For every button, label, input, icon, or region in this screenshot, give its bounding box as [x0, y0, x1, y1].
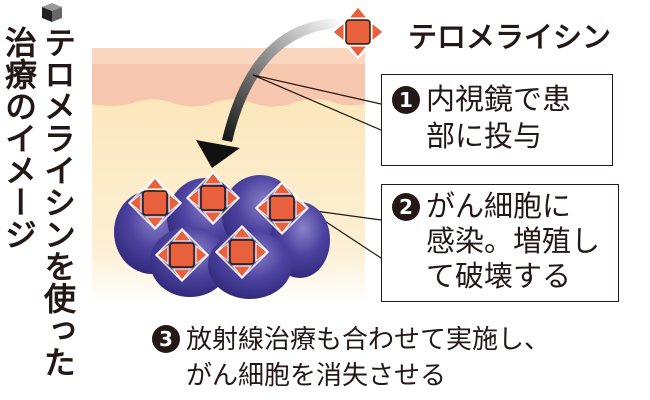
leader-line-2a	[307, 209, 382, 221]
step-2-text-line3: て破壊する	[426, 259, 572, 293]
title-line-2: 治療のイメージ	[0, 26, 38, 250]
legend-label: テロメライシン	[408, 20, 612, 54]
leader-line-1b	[252, 74, 382, 131]
step-1-text-line2: 部に投与	[426, 119, 543, 153]
skin-surface	[92, 48, 365, 64]
injection-arrow	[222, 18, 340, 142]
cube-icon	[42, 3, 62, 22]
leader-line-1a	[252, 74, 382, 105]
arrow-head	[196, 140, 240, 168]
step-2-text-line2: 感染。増殖し	[426, 224, 601, 258]
step-3-text-line1: 放射線治療も合わせて実施し、	[186, 325, 551, 355]
step-number-badge: 3	[152, 325, 180, 353]
step-number-badge: 2	[392, 193, 420, 221]
step-2-text-line1: がん細胞に	[426, 189, 572, 223]
title-line-1: テロメライシンを使った	[39, 26, 77, 378]
step-3-text-line2: がん細胞を消失させる	[186, 361, 447, 391]
step-1-text-line1: 内視鏡で患	[426, 82, 572, 116]
step-number-badge: 1	[392, 86, 420, 114]
